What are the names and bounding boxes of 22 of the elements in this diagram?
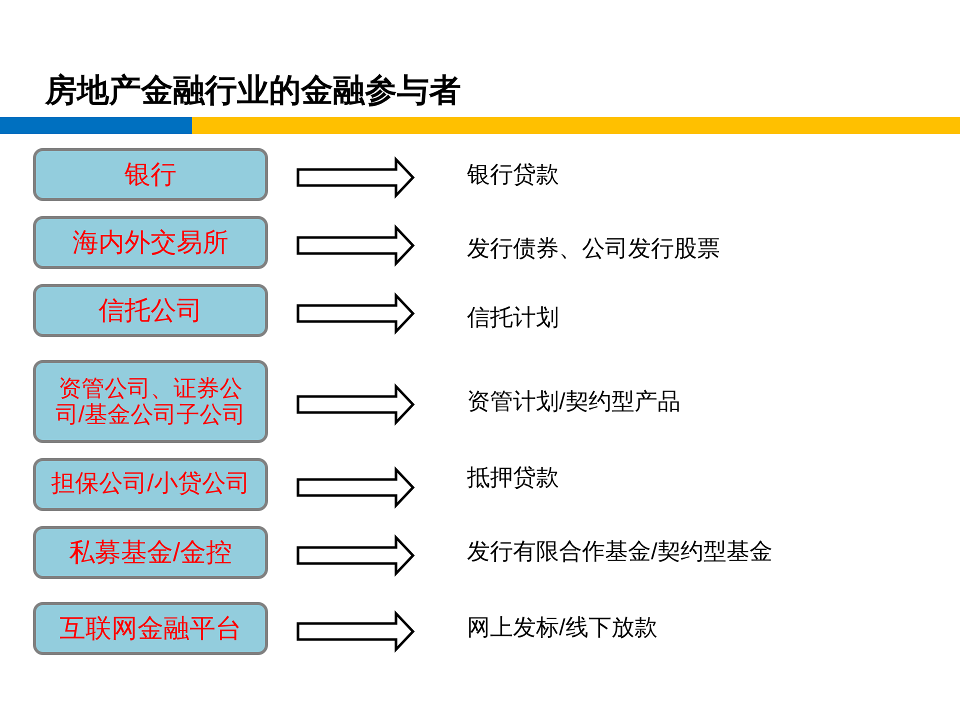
result-text: 网上发标/线下放款: [467, 614, 658, 642]
rounded-box: 信托公司: [33, 284, 268, 337]
block-arrow: [296, 383, 415, 426]
block-arrow: [296, 534, 415, 577]
rounded-box: 海内外交易所: [33, 216, 268, 269]
block-arrow: [296, 292, 415, 335]
rounded-box: 银行: [33, 148, 268, 201]
rounded-box: 私募基金/金控: [33, 526, 268, 579]
result-text: 资管计划/契约型产品: [467, 388, 680, 416]
result-text: 发行债券、公司发行股票: [467, 235, 720, 263]
block-arrow: [296, 156, 415, 199]
result-text: 银行贷款: [467, 161, 559, 189]
block-arrow: [296, 224, 415, 267]
rounded-box: 资管公司、证券公司/基金公司子公司: [33, 360, 268, 443]
rounded-box: 互联网金融平台: [33, 602, 268, 655]
block-arrow: [296, 610, 415, 653]
block-arrow: [296, 466, 415, 509]
result-text: 发行有限合作基金/契约型基金: [467, 538, 772, 566]
result-text: 信托计划: [467, 304, 559, 332]
result-text: 抵押贷款: [467, 464, 559, 492]
rounded-box: 担保公司/小贷公司: [33, 458, 268, 511]
title: 房地产金融行业的金融参与者: [45, 71, 461, 110]
